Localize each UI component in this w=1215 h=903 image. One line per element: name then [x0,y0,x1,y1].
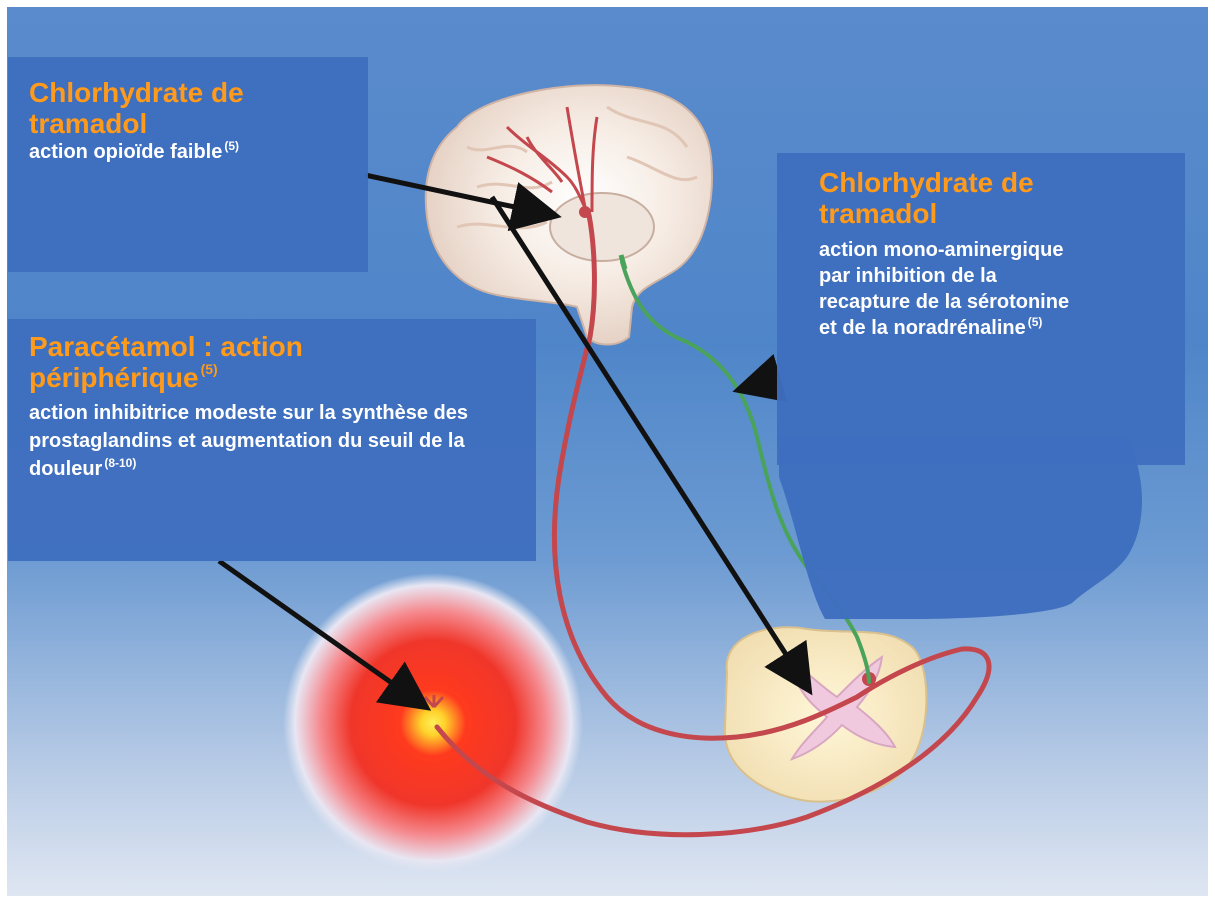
paracetamol-title-ref: (5) [201,361,218,377]
paracetamol-text: action inhibitrice modeste sur la synthè… [29,402,468,480]
paracetamol-ref: (8-10) [104,456,136,470]
tramadol-opioid-ref: (5) [224,139,239,153]
brain-icon [426,85,712,344]
tramadol-monoaminergic-ref: (5) [1028,315,1043,329]
pain-site-icon [283,573,583,873]
tramadol-monoaminergic-box: Chlorhydrate de tramadol action mono-ami… [777,153,1185,465]
tramadol-opioid-title: Chlorhydrate de tramadol [29,77,329,139]
tramadol-opioid-text: action opioïde faible [29,141,222,163]
paracetamol-box: Paracétamol : action périphérique(5) act… [8,319,536,561]
paracetamol-title: Paracétamol : action périphérique [29,331,303,393]
arrow-monoaminergic [742,379,777,389]
tramadol-opioid-box: Chlorhydrate de tramadol action opioïde … [8,57,368,272]
tramadol-monoaminergic-title: Chlorhydrate de tramadol [819,167,1119,229]
diagram-stage: Chlorhydrate de tramadol action opioïde … [7,7,1208,896]
